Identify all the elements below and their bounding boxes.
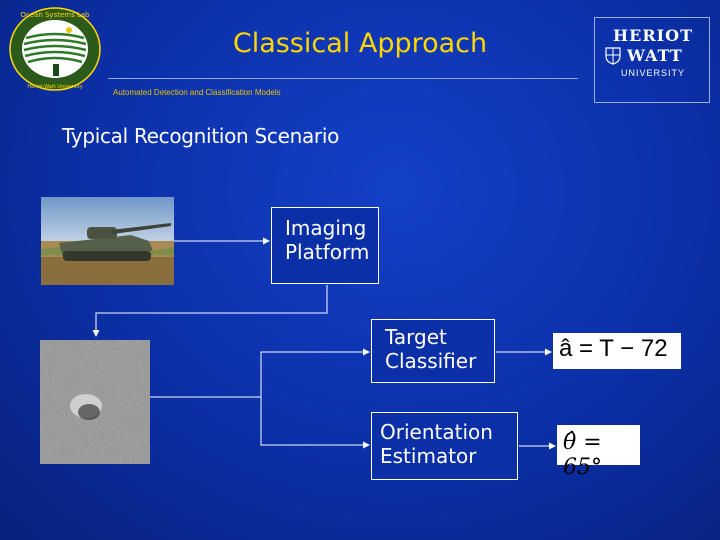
target-line1: Target: [385, 325, 447, 349]
orientation-line2: Estimator: [380, 444, 477, 468]
orientation-output-equation: θ̂ = 65°: [557, 425, 640, 480]
flow-arrow-icon: [260, 397, 370, 449]
svg-text:Ocean Systems Lab: Ocean Systems Lab: [20, 11, 90, 19]
heriot-watt-logo: HERIOT WATT UNIVERSITY: [594, 17, 710, 103]
logo-watt-text: WATT: [627, 46, 683, 65]
svg-text:Heriot-Watt University: Heriot-Watt University: [27, 84, 82, 90]
title-divider: [108, 78, 578, 79]
orientation-line1: Orientation: [380, 420, 493, 444]
logo-university-text: UNIVERSITY: [620, 68, 685, 78]
flow-arrow-icon: [150, 348, 370, 398]
classifier-output-equation: â = T − 72: [553, 333, 681, 369]
imaging-platform-box: Imaging Platform: [271, 207, 379, 284]
ocean-systems-logo: Ocean Systems Lab Heriot-Watt University: [9, 7, 101, 91]
flow-arrow-icon: [92, 285, 328, 337]
orientation-estimator-box: Orientation Estimator: [371, 412, 518, 480]
imaging-line2: Platform: [285, 240, 370, 264]
tank-photo: [41, 197, 174, 285]
slide-title: Classical Approach: [232, 28, 488, 59]
shield-icon: [605, 47, 621, 65]
sar-image: [40, 340, 150, 464]
target-classifier-box: Target Classifier: [371, 319, 495, 383]
slide-heading: Typical Recognition Scenario: [62, 124, 340, 148]
imaging-line1: Imaging: [285, 216, 367, 240]
target-line2: Classifier: [385, 349, 477, 373]
logo-heriot-text: HERIOT: [613, 26, 693, 45]
slide-subtitle: Automated Detection and Classification M…: [113, 88, 281, 97]
